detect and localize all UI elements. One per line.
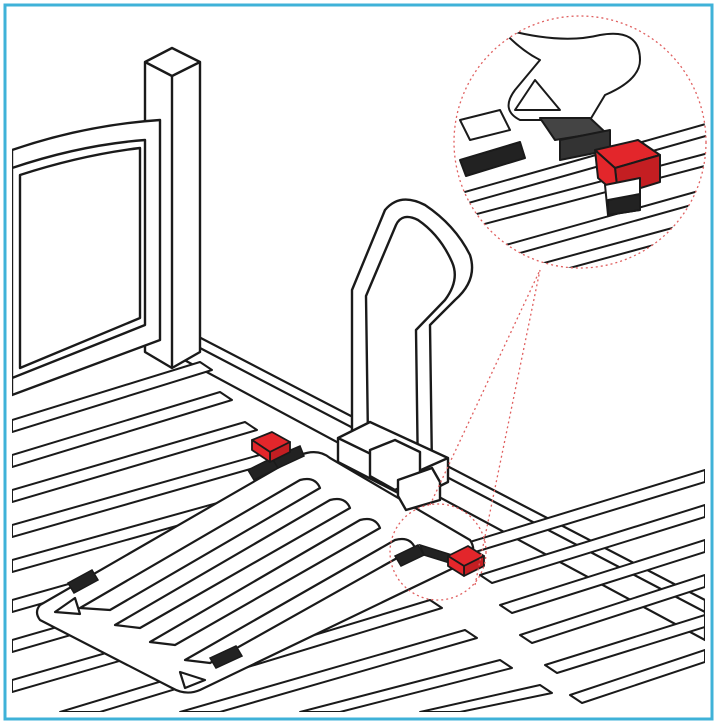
- assist-handle: [336, 198, 474, 512]
- strap-pad: [208, 645, 244, 669]
- detail-callout-small: [389, 503, 487, 601]
- illustration-border: [3, 3, 714, 721]
- zoom-red-buckle: [594, 139, 661, 216]
- securing-straps: [66, 445, 458, 669]
- zoom-slats: [454, 119, 706, 268]
- strap-pad: [66, 568, 100, 595]
- red-buckles: [251, 431, 485, 577]
- bed-scene: [12, 46, 705, 712]
- detail-callout-large: [453, 15, 707, 269]
- zoom-detail: [453, 15, 707, 269]
- callout-leader-line: [429, 269, 541, 506]
- headboard: [12, 46, 202, 397]
- zoom-strap-pad: [459, 141, 526, 177]
